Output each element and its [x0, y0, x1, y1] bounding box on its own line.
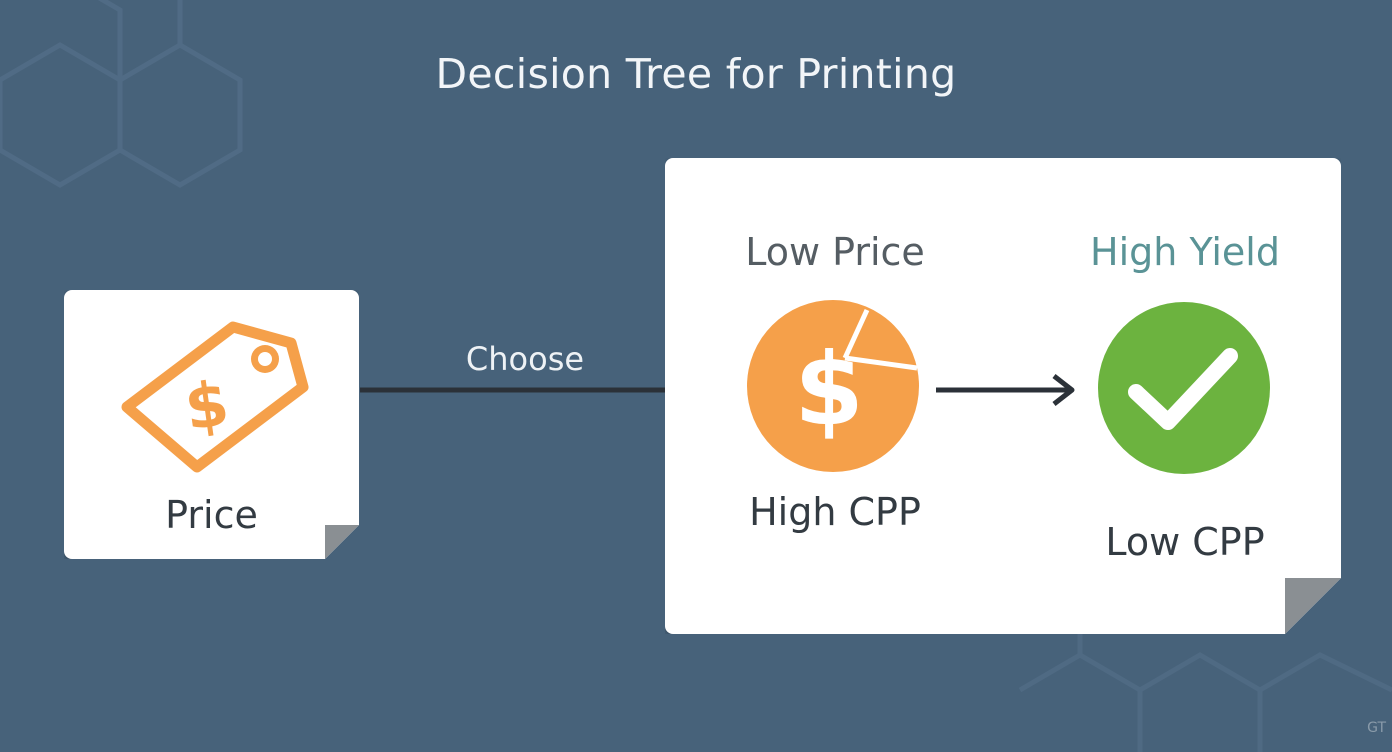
- result-arrow: [936, 374, 1075, 406]
- svg-text:$: $: [794, 331, 864, 448]
- high-yield-label: High Yield: [1090, 230, 1280, 274]
- price-node-label: Price: [165, 493, 258, 537]
- dollar-coin-icon: $: [747, 300, 919, 472]
- diagram-title: Decision Tree for Printing: [435, 50, 957, 98]
- page-fold-corner: [1285, 578, 1341, 634]
- price-tag-dollar-icon: $: [121, 321, 309, 473]
- low-cpp-label: Low CPP: [1105, 520, 1265, 564]
- price-node-card: [64, 290, 359, 559]
- high-cpp-label: High CPP: [749, 490, 921, 534]
- page-fold-corner: [325, 525, 359, 559]
- edge-label-choose: Choose: [465, 340, 585, 378]
- checkmark-circle-icon: [1098, 302, 1270, 474]
- svg-text:$: $: [180, 366, 233, 444]
- low-price-label: Low Price: [745, 230, 925, 274]
- watermark-logo: GT: [1367, 720, 1386, 736]
